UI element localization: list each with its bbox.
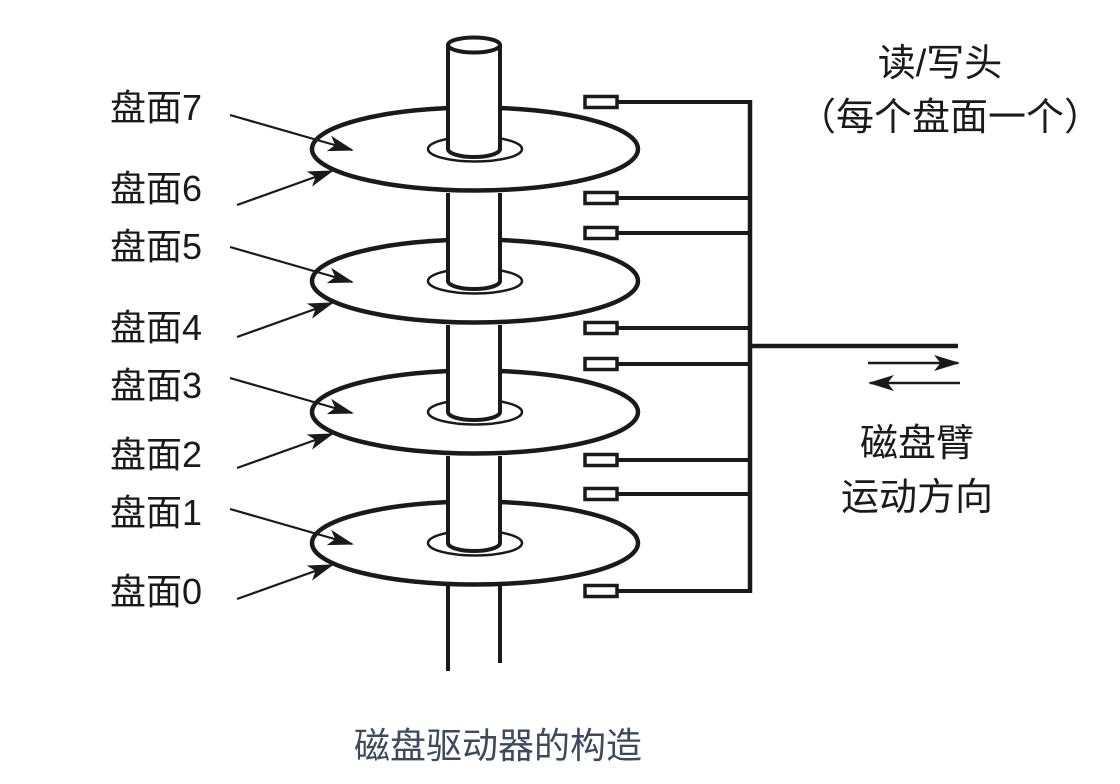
arm-motion-label-line1: 磁盘臂 (860, 423, 974, 465)
spindle-top-cap (446, 35, 502, 55)
read-write-head (583, 356, 619, 372)
read-write-head (583, 486, 619, 502)
surface-labels: 盘面7 盘面6 盘面5 盘面4 盘面3 盘面2 盘面1 盘面0 (110, 87, 202, 612)
surface-label-6: 盘面6 (110, 168, 202, 209)
surface-label-2: 盘面2 (110, 434, 202, 475)
surface-label-0: 盘面0 (110, 571, 202, 612)
read-write-head (583, 452, 619, 468)
surface-label-7: 盘面7 (110, 87, 202, 128)
read-write-head (583, 583, 619, 599)
surface-label-4: 盘面4 (110, 307, 202, 348)
spindle-segment (446, 193, 502, 291)
spindle-segment (446, 325, 502, 422)
arm-motion-label-line2: 运动方向 (841, 477, 993, 519)
surface-leader-arrows (229, 113, 354, 601)
read-write-head (583, 190, 619, 206)
read-write-heads-label-line1: 读/写头 (878, 43, 1003, 85)
right-annotations: 读/写头 （每个盘面一个） 磁盘臂 运动方向 (798, 43, 1102, 519)
label-arrow (229, 113, 354, 152)
surface-label-1: 盘面1 (110, 492, 202, 533)
read-write-head (583, 94, 619, 110)
read-write-heads-label-line2: （每个盘面一个） (798, 97, 1102, 139)
label-arrow (236, 563, 334, 601)
label-arrow (229, 245, 354, 284)
surface-label-5: 盘面5 (110, 226, 202, 267)
label-arrow (236, 169, 334, 207)
head-assembly (583, 94, 958, 599)
platter-stack (309, 35, 641, 671)
label-arrow (229, 507, 354, 546)
label-arrow (229, 376, 354, 415)
read-write-head (583, 320, 619, 336)
diagram-caption: 磁盘驱动器的构造 (354, 725, 642, 766)
surface-label-3: 盘面3 (110, 365, 202, 406)
spindle-segment (446, 45, 502, 159)
spindle-segment (446, 456, 502, 553)
label-arrow (236, 432, 334, 470)
label-arrow (236, 301, 334, 339)
read-write-head (583, 225, 619, 241)
